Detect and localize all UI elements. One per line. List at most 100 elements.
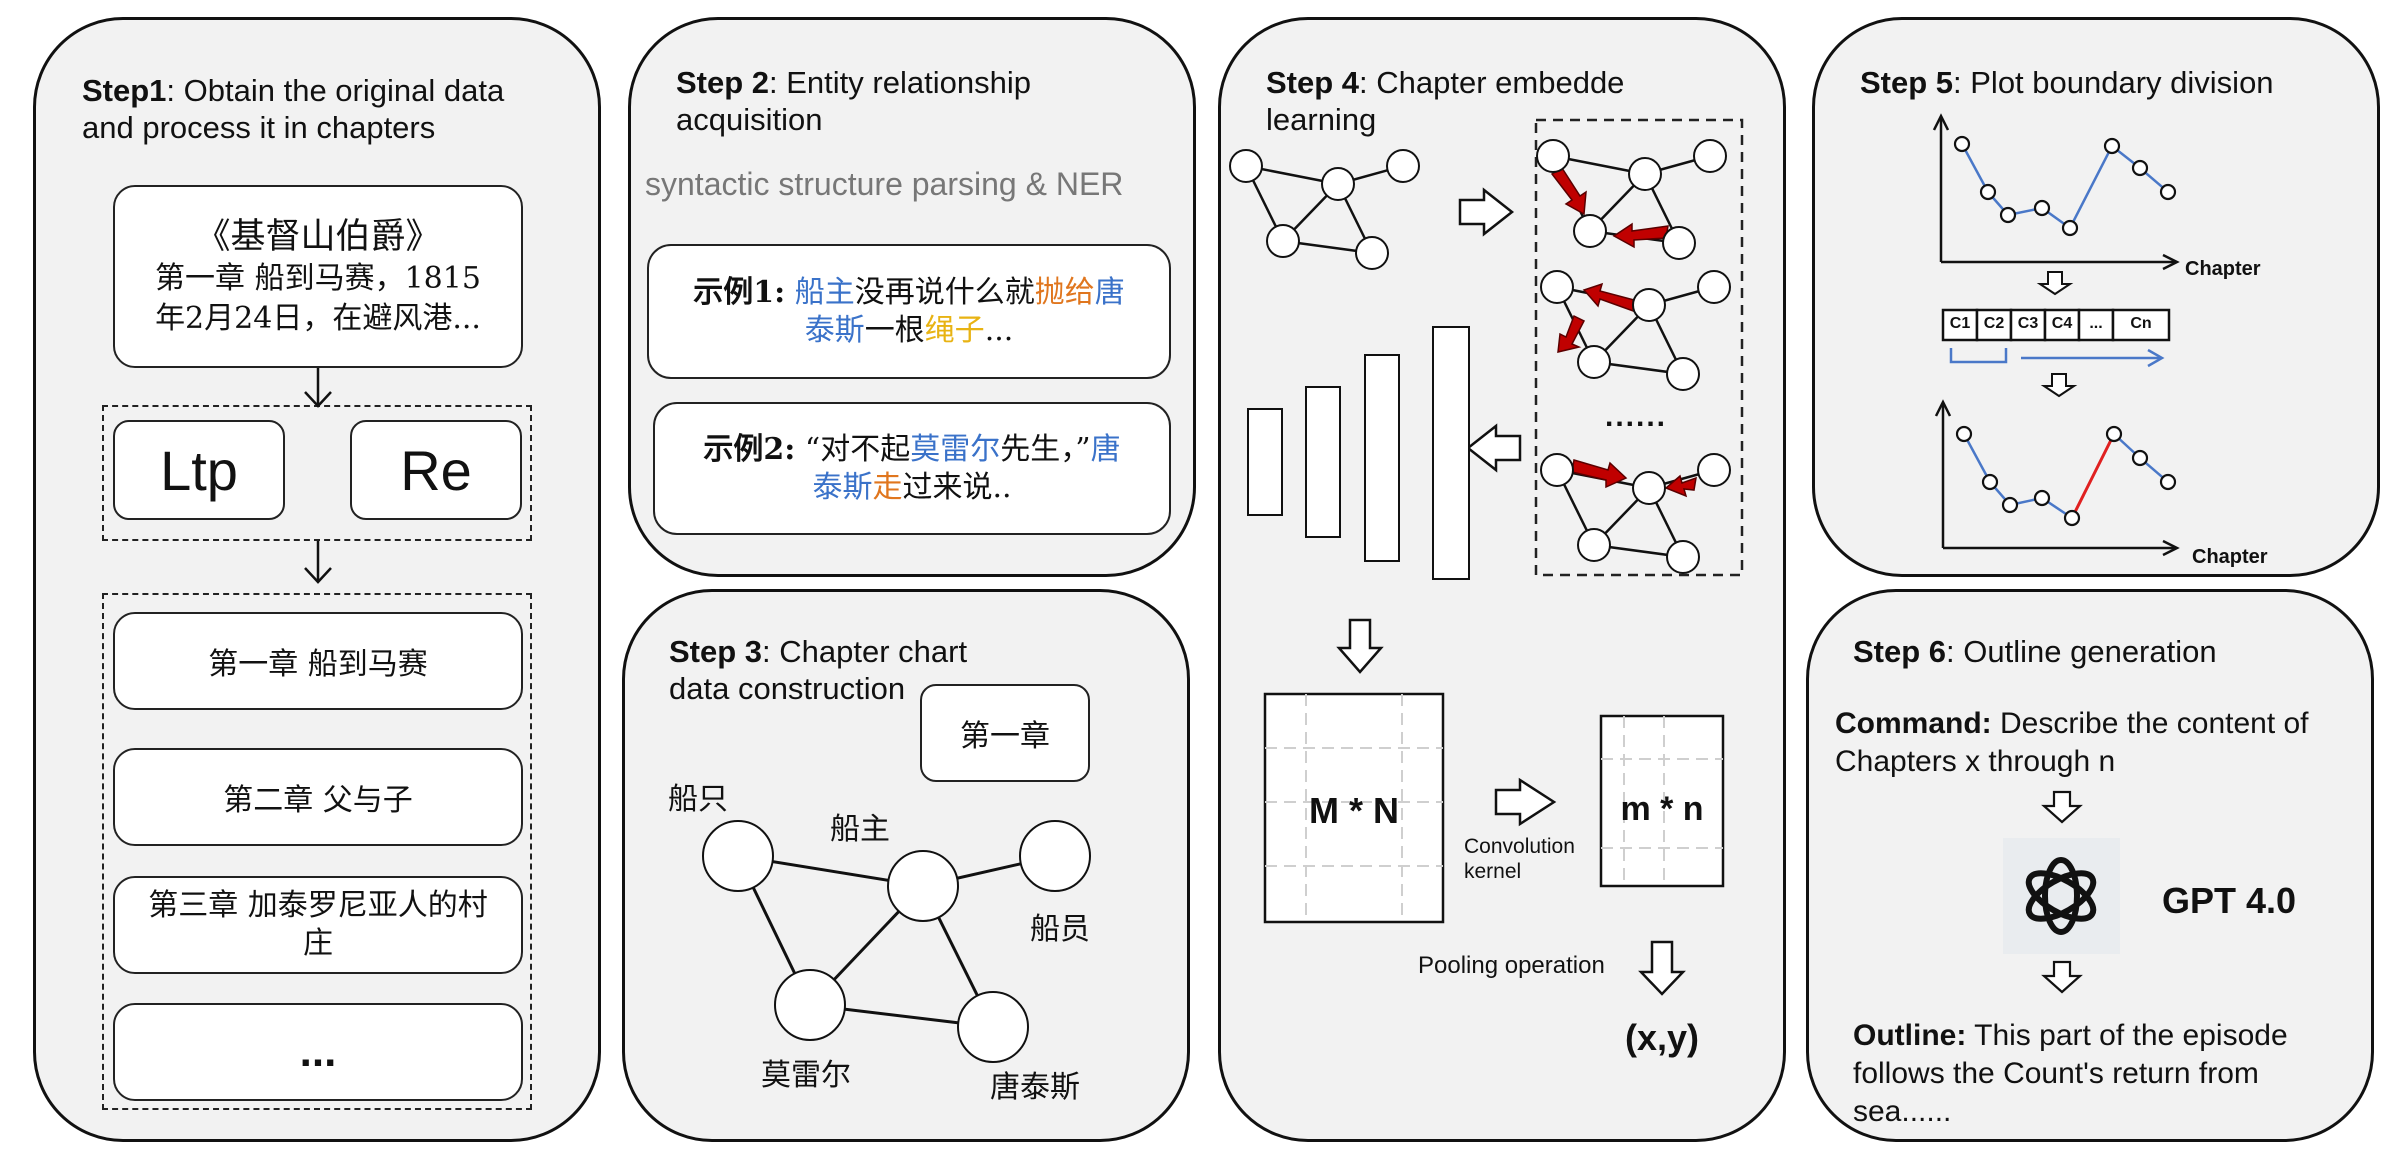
ex1-action-throw: 抛给 — [1034, 274, 1095, 310]
sampled-graph-node — [1577, 528, 1611, 562]
ex1-text-a: 没再说什么就 — [854, 274, 1035, 310]
sampled-graph-node — [1666, 357, 1700, 391]
window-slide-arrow — [2021, 348, 2165, 368]
tool-ltp: Ltp — [113, 420, 285, 520]
sampled-graph-node — [1662, 226, 1696, 260]
ex1-entity-shipowner: 船主 — [794, 274, 855, 310]
outline-label: Outline: — [1853, 1019, 1967, 1052]
cell-cn: Cn — [2130, 315, 2152, 332]
tool-re: Re — [350, 420, 522, 520]
small-matrix-box — [1599, 714, 1725, 888]
ex2-text-b: 先生，” — [1000, 431, 1091, 467]
sampled-graph-node — [1536, 139, 1570, 173]
chapter-item-1: 第一章 船到马赛 — [113, 612, 523, 710]
sampled-graphs-dashed-box — [1534, 118, 1744, 577]
step5-panel — [1812, 17, 2380, 577]
input-graph-node — [1386, 149, 1420, 183]
network-layer-1 — [1247, 408, 1283, 516]
command-label: Command: — [1835, 707, 1992, 740]
graph-node-ship — [702, 820, 774, 892]
output-coordinates: (x,y) — [1625, 1017, 1700, 1058]
sampled-graphs-ellipsis: ...... — [1605, 400, 1668, 433]
step1-title-rest: : Obtain the original data and process i… — [82, 73, 505, 145]
step3-title-bold: Step 3 — [669, 634, 763, 669]
top-plot-axes — [1932, 113, 2180, 271]
chapter-tag-box: 第一章 — [920, 684, 1090, 782]
step5-arrow-2-icon — [2040, 373, 2078, 398]
step2-subtitle: syntactic structure parsing & NER — [645, 166, 1124, 202]
ex1-object-rope: 绳子 — [924, 312, 985, 348]
big-matrix-label: M * N — [1309, 790, 1399, 831]
node-label-dantes: 唐泰斯 — [990, 1070, 1080, 1105]
chapter-item-more-label: ... — [299, 1027, 337, 1076]
chapters-dashed-group — [102, 593, 532, 1110]
outline-text: Outline: This part of the episode follow… — [1853, 1017, 2343, 1131]
step5-title: Step 5: Plot boundary division — [1860, 64, 2340, 101]
big-matrix-grid — [1265, 694, 1443, 922]
graph-node-crew — [1019, 820, 1091, 892]
book-text: 第一章 船到马赛，1815年2月24日，在避风港... — [155, 260, 481, 336]
bottom-plot-axes — [1934, 399, 2180, 557]
sampled-graph-node — [1693, 139, 1727, 173]
node-label-ship: 船只 — [668, 782, 728, 817]
ex2-entity-morrel: 莫雷尔 — [910, 431, 1001, 467]
step6-arrow-2-icon — [2041, 960, 2083, 994]
example1-box: 示例1: 船主没再说什么就抛给唐泰斯一根绳子... — [647, 244, 1171, 379]
step2-title: Step 2: Entity relationship acquisition — [676, 64, 1136, 138]
ex2-text-a: “对不起 — [804, 431, 911, 467]
ex1-entity-dantes: 唐泰斯 — [804, 274, 1125, 348]
chapter-cells — [1941, 308, 2171, 342]
sampled-graph-node — [1666, 540, 1700, 574]
cell-c3: C3 — [2017, 315, 2039, 332]
chapter-item-2-label: 第二章 父与子 — [223, 783, 413, 818]
pooling-label: Pooling operation — [1418, 952, 1605, 979]
hollow-arrow-down-icon — [1336, 618, 1384, 674]
step2-title-bold: Step 2 — [676, 65, 770, 100]
gpt-logo-icon — [2025, 857, 2097, 935]
chapter-item-2: 第二章 父与子 — [113, 748, 523, 846]
chapter-tag-label: 第一章 — [960, 719, 1050, 754]
bottom-plot-boundary-line — [2070, 433, 2116, 519]
command-body: Describe the content of Chapters x throu… — [1835, 707, 2309, 778]
window-bracket — [1949, 348, 2008, 364]
sampled-graph-node — [1540, 270, 1574, 304]
network-layer-3 — [1364, 354, 1400, 562]
step4-title-bold: Step 4 — [1266, 65, 1360, 100]
example1-label: 示例1: — [693, 274, 786, 310]
outline-body: This part of the episode follows the Cou… — [1853, 1019, 2288, 1128]
chapter-item-3: 第三章 加泰罗尼亚人的村庄 — [113, 876, 523, 974]
hollow-arrow-right-icon — [1458, 187, 1515, 237]
example2-box: 示例2: “对不起莫雷尔先生，”唐泰斯走过来说.. — [653, 402, 1171, 535]
chapter-item-more: ... — [113, 1003, 523, 1101]
graph-node-owner — [887, 850, 959, 922]
conv-kernel-label: Convolution kernel — [1464, 835, 1575, 883]
network-layer-2 — [1305, 386, 1341, 538]
small-matrix-grid — [1601, 716, 1723, 886]
ex2-entity-dantes: 唐泰斯 — [812, 431, 1121, 505]
sampled-graph-node — [1697, 270, 1731, 304]
input-graph-node — [1229, 149, 1263, 183]
step3-title-rest: : Chapter chart data construction — [669, 634, 968, 706]
step6-title-bold: Step 6 — [1853, 634, 1947, 669]
big-matrix-box — [1263, 692, 1445, 924]
red-attention-arrows — [1550, 166, 1697, 498]
step6-title: Step 6: Outline generation — [1853, 633, 2333, 670]
example2-label: 示例2: — [703, 431, 796, 467]
example2-sentence: 示例2: “对不起莫雷尔先生，”唐泰斯走过来说.. — [695, 431, 1129, 507]
graph-node-morrel — [774, 969, 846, 1041]
cell-c1: C1 — [1949, 315, 1971, 332]
model-name: GPT 4.0 — [2162, 880, 2297, 921]
step5-arrow-1-icon — [2036, 271, 2074, 296]
cell-c2: C2 — [1983, 315, 2005, 332]
example1-sentence: 示例1: 船主没再说什么就抛给唐泰斯一根绳子... — [689, 274, 1129, 350]
node-label-morrel: 莫雷尔 — [761, 1058, 851, 1093]
sampled-graph-node — [1573, 214, 1607, 248]
ex1-text-b: 一根 — [864, 312, 925, 348]
step6-title-rest: : Outline generation — [1946, 634, 2217, 669]
bottom-plot-axis-label: Chapter — [2192, 546, 2268, 568]
step1-title: Step1: Obtain the original data and proc… — [82, 72, 552, 146]
node-label-crew: 船员 — [1030, 912, 1090, 947]
tool-re-label: Re — [400, 438, 472, 502]
